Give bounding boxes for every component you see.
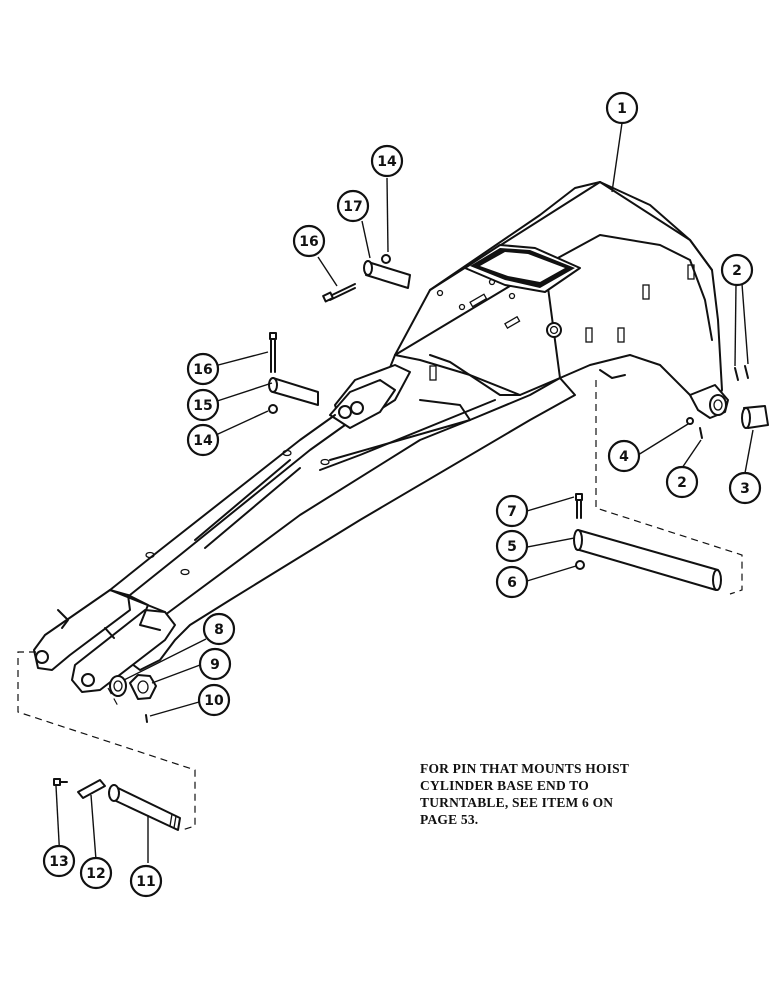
reference-note: FOR PIN THAT MOUNTS HOIST CYLINDER BASE … [420, 760, 720, 828]
bolt-7 [575, 493, 583, 519]
boom-body [33, 181, 729, 693]
washer-4 [686, 417, 694, 425]
cotter-10 [145, 714, 148, 723]
callout-5: 5 [495, 529, 529, 563]
callout-6: 6 [495, 565, 529, 599]
svg-text:17: 17 [343, 199, 362, 215]
note-line: PAGE 53. [420, 812, 479, 827]
svg-text:14: 14 [193, 433, 213, 449]
callout-1: 1 [605, 91, 639, 125]
plate-12 [77, 779, 106, 799]
svg-text:12: 12 [86, 866, 105, 882]
callout-8: 8 [202, 612, 236, 646]
callout-16: 16 [292, 224, 326, 258]
svg-text:3: 3 [740, 481, 750, 497]
svg-text:10: 10 [204, 693, 224, 709]
callout-4: 4 [607, 439, 641, 473]
pin-11 [108, 784, 181, 831]
nut-14-upper [381, 254, 391, 264]
callouts: 1 2 2 3 4 5 6 7 8 9 10 11 12 13 14 14 15… [42, 91, 762, 898]
callout-14: 14 [370, 144, 404, 178]
nut-14-middle [268, 404, 278, 414]
svg-text:4: 4 [619, 449, 629, 465]
bushing-3 [741, 405, 769, 429]
callout-9: 9 [198, 647, 232, 681]
svg-text:6: 6 [507, 575, 517, 591]
note-line: TURNTABLE, SEE ITEM 6 ON [420, 795, 614, 810]
nut-6 [575, 560, 585, 570]
note-line: CYLINDER BASE END TO [420, 778, 589, 793]
loose-parts [53, 254, 769, 831]
svg-text:2: 2 [677, 475, 687, 491]
callout-7: 7 [495, 494, 529, 528]
svg-text:8: 8 [214, 622, 224, 638]
washer-8 [109, 675, 127, 697]
callout-3: 3 [728, 471, 762, 505]
pins-2-upper [699, 365, 749, 439]
bolt-13 [53, 778, 68, 786]
svg-text:15: 15 [193, 398, 212, 414]
svg-text:9: 9 [210, 657, 220, 673]
svg-text:14: 14 [377, 154, 397, 170]
callout-14: 14 [186, 423, 220, 457]
callout-2: 2 [665, 465, 699, 499]
svg-text:16: 16 [193, 362, 212, 378]
nut-9 [129, 674, 157, 700]
callout-12: 12 [79, 856, 113, 890]
svg-text:2: 2 [732, 263, 742, 279]
svg-text:16: 16 [299, 234, 318, 250]
svg-text:13: 13 [49, 854, 68, 870]
bolt-16-middle [269, 332, 277, 373]
pin-5 [573, 529, 722, 591]
bolt-16-upper [322, 283, 356, 303]
svg-text:11: 11 [136, 874, 155, 890]
svg-text:5: 5 [507, 539, 517, 555]
svg-text:7: 7 [507, 504, 517, 520]
callout-16: 16 [186, 352, 220, 386]
callout-13: 13 [42, 844, 76, 878]
pin-15 [268, 377, 319, 406]
callout-15: 15 [186, 388, 220, 422]
pin-17 [363, 260, 411, 289]
callout-11: 11 [129, 864, 163, 898]
callout-2: 2 [720, 253, 754, 287]
assembly-lines [17, 380, 743, 831]
note-line: FOR PIN THAT MOUNTS HOIST [420, 761, 630, 776]
svg-text:1: 1 [617, 101, 627, 117]
callout-10: 10 [197, 683, 231, 717]
callout-17: 17 [336, 189, 370, 223]
